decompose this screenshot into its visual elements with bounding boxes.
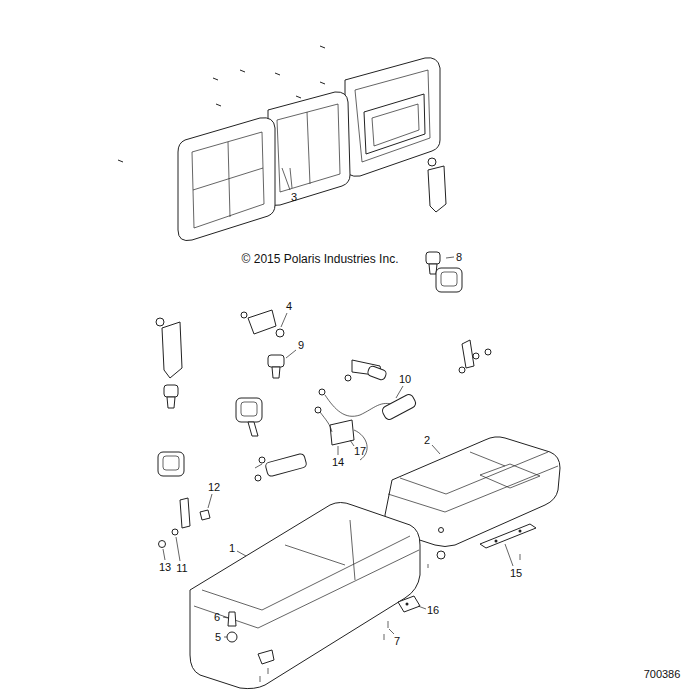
callout-number: 1 [228, 542, 236, 555]
callout-number: 2 [423, 434, 431, 447]
callout-number: 8 [455, 251, 463, 264]
callout-number: 13 [158, 561, 172, 574]
callout-number: 12 [207, 481, 221, 494]
figure-number: 700386 [643, 668, 682, 681]
callout-number: 9 [297, 339, 305, 352]
bracket [258, 596, 420, 682]
callout-number: 11 [175, 562, 188, 575]
callout-number: 6 [213, 611, 221, 624]
callout-number: 17 [353, 445, 367, 458]
callout-number: 4 [285, 300, 293, 313]
callout-number: 5 [214, 631, 222, 644]
seat-bottom [190, 503, 420, 689]
callout-number: 16 [426, 604, 440, 617]
callout-number: 10 [398, 373, 412, 386]
bracket [480, 524, 536, 560]
callout-number: 3 [290, 191, 298, 204]
leader-lines [163, 168, 513, 637]
seat-back [178, 58, 440, 241]
copyright-note: © 2015 Polaris Industries Inc. [241, 252, 400, 266]
callout-number: 15 [509, 567, 523, 580]
callout-number: 7 [393, 635, 401, 648]
callout-number: 14 [331, 456, 345, 469]
